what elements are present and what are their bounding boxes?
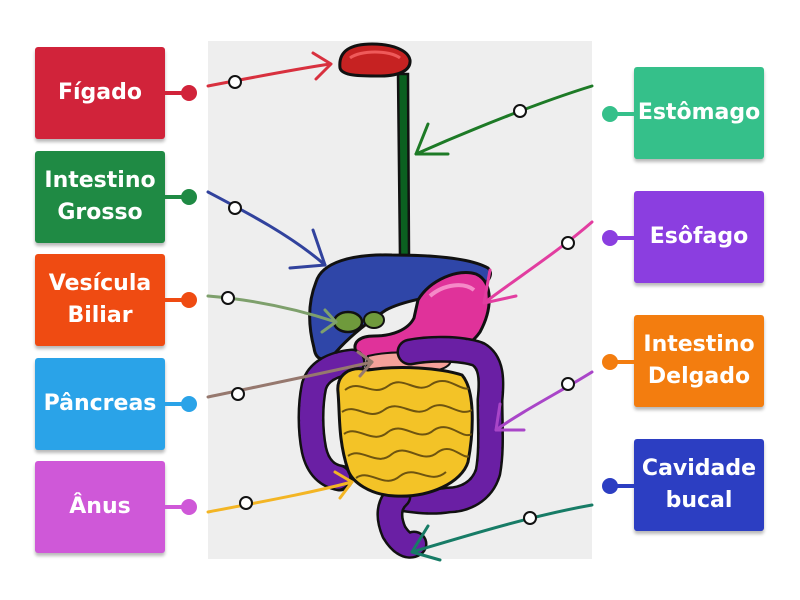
- connector-intestino-grosso-line: [165, 195, 189, 199]
- connector-esofago-dot[interactable]: [602, 230, 618, 246]
- connector-anus-dot[interactable]: [181, 499, 197, 515]
- label-esofago-text: Esôfago: [649, 224, 749, 249]
- connector-vesicula-biliar-dot[interactable]: [181, 292, 197, 308]
- label-estomago[interactable]: Estômago: [634, 67, 764, 159]
- arrow-navy: [206, 190, 327, 270]
- arrow-violet: [494, 370, 594, 432]
- drop-pin-7[interactable]: [561, 236, 575, 250]
- connector-pancreas-dot[interactable]: [181, 396, 197, 412]
- drop-pin-1[interactable]: [228, 75, 242, 89]
- label-intestino-grosso-text: Intestino Grosso: [44, 168, 156, 225]
- label-cavidade-bucal[interactable]: Cavidade bucal: [634, 439, 764, 531]
- connector-intestino-delgado-dot[interactable]: [602, 354, 618, 370]
- connector-estomago-dot[interactable]: [602, 106, 618, 122]
- pointer-arrows: [206, 51, 594, 562]
- connector-cavidade-bucal-line: [610, 484, 636, 488]
- stomach-highlight: [428, 283, 476, 298]
- arrow-red: [206, 51, 333, 88]
- small-intestine-organ: [336, 366, 474, 498]
- arrow-magenta: [482, 220, 594, 305]
- connector-cavidade-bucal-dot[interactable]: [602, 478, 618, 494]
- label-estomago-text: Estômago: [637, 100, 761, 125]
- drop-pin-3[interactable]: [221, 291, 235, 305]
- label-intestino-delgado[interactable]: Intestino Delgado: [634, 315, 764, 407]
- connector-figado-line: [165, 91, 189, 95]
- gallbladder-organ: [332, 310, 364, 334]
- connector-pancreas-line: [165, 402, 189, 406]
- label-vesicula-biliar[interactable]: Vesícula Biliar: [35, 254, 165, 346]
- drop-pin-4[interactable]: [231, 387, 245, 401]
- connector-vesicula-biliar-line: [165, 298, 189, 302]
- label-esofago[interactable]: Esôfago: [634, 191, 764, 283]
- drop-pin-5[interactable]: [239, 496, 253, 510]
- connector-intestino-delgado-line: [610, 360, 636, 364]
- arrow-teal: [410, 503, 594, 562]
- label-anus[interactable]: Ânus: [35, 461, 165, 553]
- bile-duct: [363, 311, 385, 329]
- label-intestino-delgado-text: Intestino Delgado: [643, 332, 755, 389]
- mouth-organ: [338, 42, 412, 78]
- label-figado[interactable]: Fígado: [35, 47, 165, 139]
- label-vesicula-biliar-text: Vesícula Biliar: [48, 271, 152, 328]
- drop-pin-8[interactable]: [561, 377, 575, 391]
- drop-pin-6[interactable]: [513, 104, 527, 118]
- connector-anus-line: [165, 505, 189, 509]
- arrow-taupe: [206, 350, 374, 399]
- label-figado-text: Fígado: [57, 80, 143, 105]
- arrow-green: [414, 84, 594, 156]
- connector-esofago-line: [610, 236, 636, 240]
- connector-figado-dot[interactable]: [181, 85, 197, 101]
- label-cavidade-bucal-text: Cavidade bucal: [641, 456, 757, 513]
- large-intestine-organ: [297, 335, 505, 559]
- connector-estomago-line: [610, 112, 636, 116]
- esophagus-organ: [396, 72, 411, 260]
- label-pancreas-text: Pâncreas: [43, 391, 157, 416]
- label-pancreas[interactable]: Pâncreas: [35, 358, 165, 450]
- connector-intestino-grosso-dot[interactable]: [181, 189, 197, 205]
- drop-pin-9[interactable]: [523, 511, 537, 525]
- mouth-highlight: [349, 50, 401, 60]
- drop-pin-2[interactable]: [228, 201, 242, 215]
- label-intestino-grosso[interactable]: Intestino Grosso: [35, 151, 165, 243]
- label-anus-text: Ânus: [69, 494, 131, 519]
- arrow-amber: [206, 470, 354, 514]
